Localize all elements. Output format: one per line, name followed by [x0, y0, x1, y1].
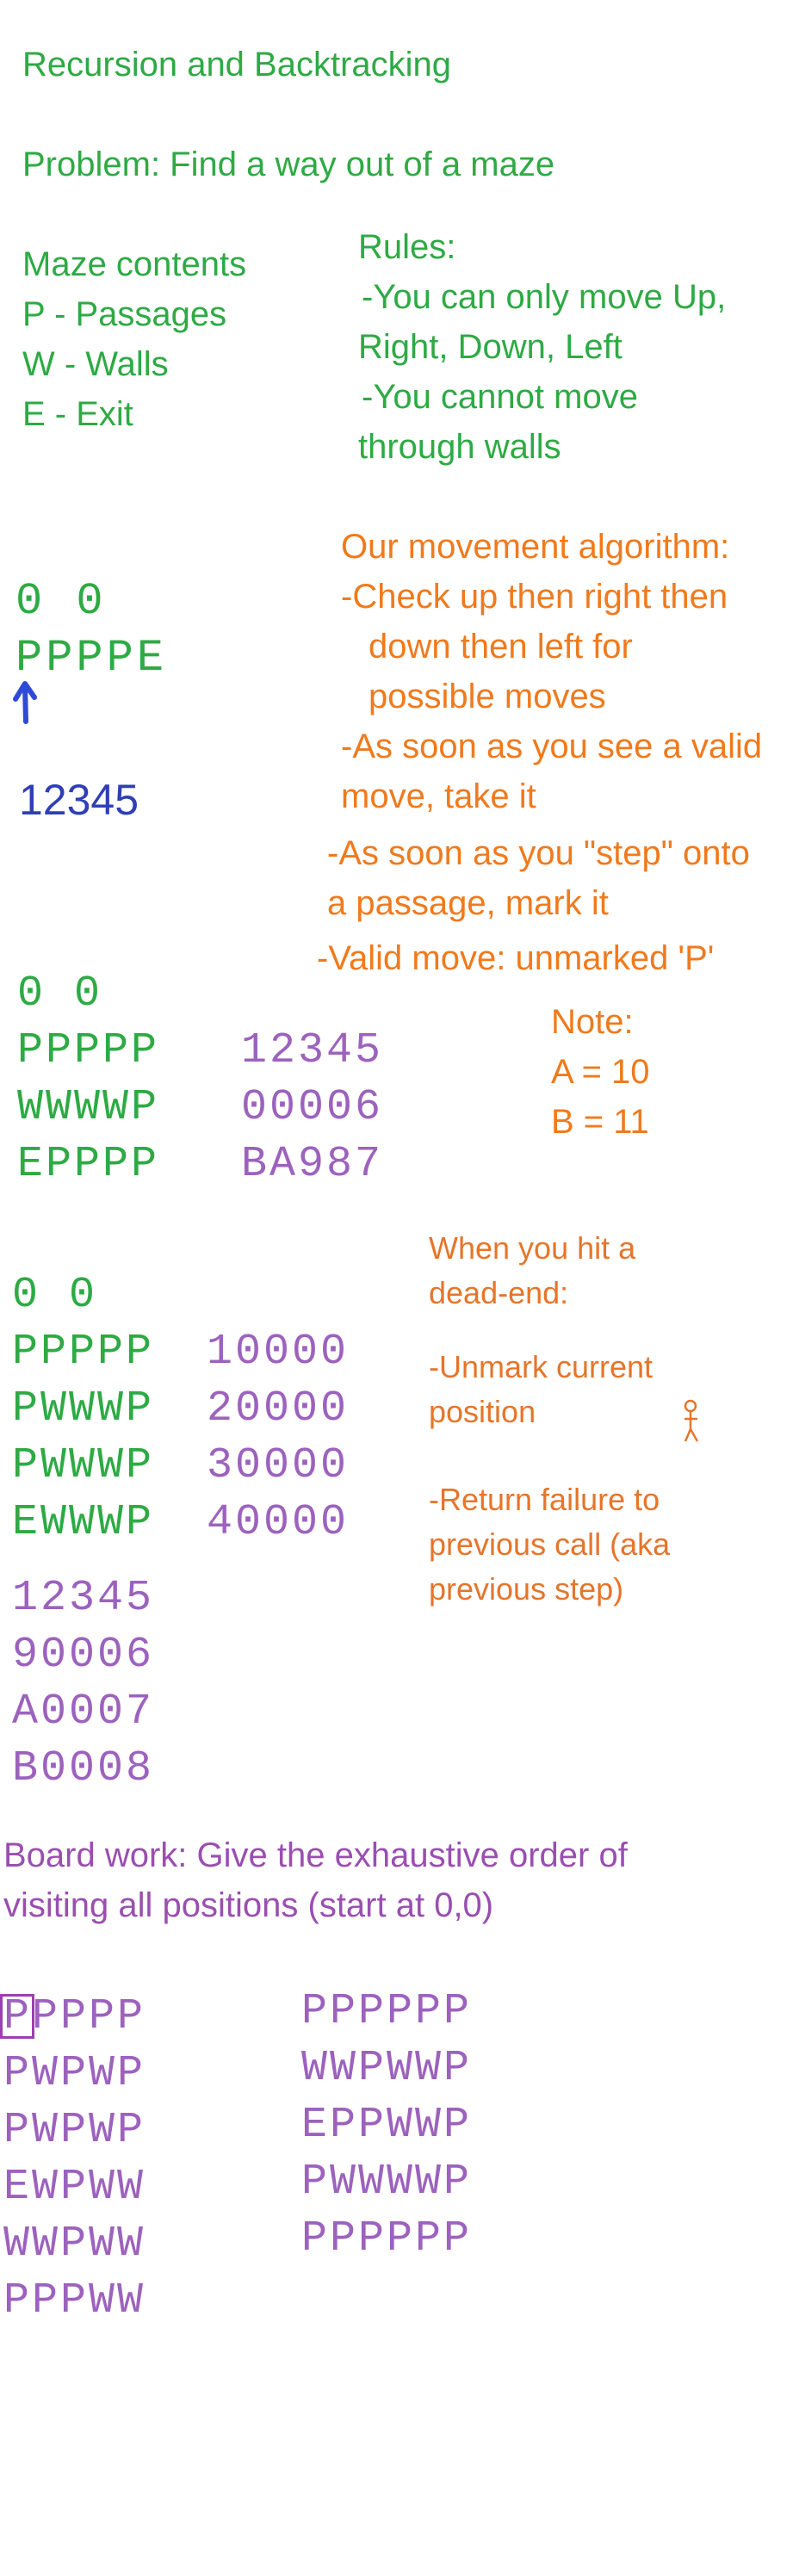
maze-row: PPPPP — [17, 1026, 160, 1075]
board-maze-2: PPPPPP WWPWWP EPPWWP PWWWWP PPPPPP — [301, 1984, 472, 2268]
marks-row: 90006 — [12, 1631, 155, 1680]
example3-start: 0 0 — [12, 1271, 98, 1320]
marks-row: 40000 — [207, 1498, 350, 1547]
maze-contents-item: W - Walls — [22, 345, 169, 383]
maze-row: EWPWW — [3, 2163, 146, 2212]
marks-row: A0007 — [12, 1687, 155, 1737]
maze-row: PPPPPP — [301, 2214, 473, 2263]
rules-line: Right, Down, Left — [358, 328, 622, 366]
note-heading: Note: — [551, 1003, 634, 1041]
marks-row: B0008 — [12, 1744, 155, 1793]
board-work-line: visiting all positions (start at 0,0) — [3, 1886, 494, 1924]
example3-maze: PPPPP PWWWP PWWWP EWWWP — [12, 1324, 154, 1551]
marks-row: 00006 — [241, 1083, 384, 1132]
dead-end-line: position — [429, 1394, 536, 1429]
maze-row: WWPWW — [3, 2220, 146, 2269]
up-arrow-icon — [13, 681, 37, 724]
stick-figure-icon — [684, 1399, 699, 1442]
maze-row: PPPPPP — [301, 1987, 473, 2036]
marks-row: BA987 — [241, 1140, 384, 1189]
marks-row: 12345 — [12, 1574, 155, 1623]
board-maze-1: PPPPP PWPWP PWPWP EWPWW WWPWW PPPWW — [3, 1989, 146, 2330]
marks-row: 12345 — [241, 1026, 384, 1075]
example1-row: PPPPE — [15, 633, 168, 684]
note-line: A = 10 — [551, 1053, 650, 1091]
board-work: Board work: Give the exhaustive order of… — [3, 1830, 628, 1930]
example1-start: 0 0 — [15, 576, 107, 627]
maze-contents-item: E - Exit — [22, 395, 133, 433]
rules-line: -You cannot move — [362, 378, 638, 416]
maze-row: PPPPP — [12, 1328, 155, 1377]
maze-row: PWPWP — [3, 2049, 146, 2098]
rules: Rules: -You can only move Up, Right, Dow… — [358, 222, 726, 472]
dead-end-unmark: -Unmark current position — [429, 1345, 653, 1434]
problem-statement: Problem: Find a way out of a maze — [22, 146, 555, 183]
maze-row: WWPWWP — [301, 2044, 473, 2093]
maze-row: EWWWP — [12, 1498, 155, 1547]
rules-line: -You can only move Up, — [362, 278, 727, 316]
example3-marks-a: 10000 20000 30000 40000 — [207, 1324, 349, 1551]
maze-row: EPPWWP — [301, 2101, 473, 2150]
algorithm-line: a passage, mark it — [327, 884, 609, 922]
example2-maze: PPPPP WWWWP EPPPP — [17, 1023, 159, 1193]
dead-end-line: previous call (aka — [429, 1526, 671, 1562]
algorithm-line: -As soon as you see a valid — [341, 728, 763, 765]
dead-end-intro: When you hit a dead-end: — [429, 1226, 635, 1316]
algorithm-line: -As soon as you "step" onto — [327, 834, 750, 872]
note: Note: A = 10 B = 11 — [551, 997, 650, 1147]
algorithm-line: down then left for — [369, 628, 633, 666]
maze-row: PWWWP — [12, 1384, 155, 1434]
note-line: B = 11 — [551, 1103, 649, 1141]
dead-end-line: -Unmark current — [429, 1349, 653, 1384]
dead-end-return: -Return failure to previous call (aka pr… — [429, 1477, 670, 1612]
maze-row: PWWWP — [12, 1441, 155, 1490]
algorithm-valid-move: -Valid move: unmarked 'P' — [317, 939, 715, 977]
maze-row: PPPPP — [3, 1992, 146, 2041]
maze-row: PWPWP — [3, 2106, 146, 2155]
dead-end-line: previous step) — [429, 1571, 624, 1607]
marks-row: 20000 — [207, 1384, 350, 1434]
algorithm-heading: Our movement algorithm: — [341, 528, 730, 566]
algorithm-line: possible moves — [369, 678, 606, 715]
example1-steps: 12345 — [19, 776, 139, 824]
dead-end-line: -Return failure to — [429, 1482, 660, 1517]
example2-start: 0 0 — [17, 969, 103, 1019]
marks-row: 30000 — [207, 1441, 350, 1490]
page-title: Recursion and Backtracking — [22, 46, 452, 84]
marks-row: 10000 — [207, 1328, 350, 1377]
board-work-line: Board work: Give the exhaustive order of — [3, 1836, 628, 1874]
maze-row: WWWWP — [17, 1083, 160, 1132]
maze-contents-heading: Maze contents — [22, 245, 247, 283]
example2-marks: 12345 00006 BA987 — [241, 1023, 383, 1193]
start-cell-highlight — [0, 1994, 34, 2039]
maze-contents-item: P - Passages — [22, 295, 227, 333]
example3-marks-b: 12345 90006 A0007 B0008 — [12, 1570, 154, 1798]
maze-row: PPPWW — [3, 2276, 146, 2325]
dead-end-line: dead-end: — [429, 1275, 569, 1310]
dead-end-line: When you hit a — [429, 1230, 636, 1266]
algorithm-line: -Check up then right then — [341, 578, 728, 616]
maze-contents: Maze contents P - Passages W - Walls E -… — [22, 239, 246, 439]
maze-row: PWWWWP — [301, 2158, 473, 2207]
maze-row: EPPPP — [17, 1140, 160, 1189]
rules-line: through walls — [358, 428, 561, 466]
movement-algorithm: Our movement algorithm: -Check up then r… — [341, 522, 762, 821]
movement-algorithm-cont: -As soon as you "step" onto a passage, m… — [327, 828, 750, 928]
rules-heading: Rules: — [358, 228, 456, 266]
algorithm-line: move, take it — [341, 777, 536, 815]
